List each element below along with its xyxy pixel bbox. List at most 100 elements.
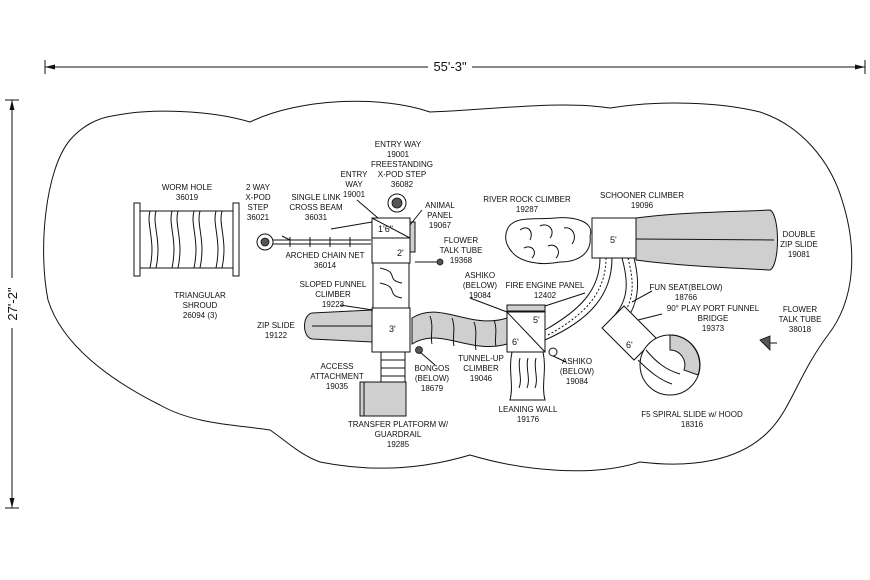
label-flower-talk-tube-1: FLOWER TALK TUBE 19368 (440, 236, 483, 265)
freestanding-step (387, 193, 407, 213)
svg-text:FREESTANDING: FREESTANDING (371, 160, 433, 169)
leaning-wall (509, 351, 546, 401)
svg-text:SINGLE LINK: SINGLE LINK (291, 193, 341, 202)
label-entry-way-top: ENTRY WAY 19001 (375, 140, 422, 159)
leader-lines (281, 199, 663, 366)
label-fire-engine-panel: FIRE ENGINE PANEL 12402 (506, 281, 586, 300)
svg-text:19084: 19084 (469, 291, 492, 300)
svg-text:19001: 19001 (387, 150, 410, 159)
label-leaning-wall: LEANING WALL 19176 (499, 405, 558, 424)
svg-text:ENTRY WAY: ENTRY WAY (375, 140, 422, 149)
svg-text:ZIP SLIDE: ZIP SLIDE (780, 240, 818, 249)
svg-text:PANEL: PANEL (427, 211, 453, 220)
label-play-port-bridge: 90° PLAY PORT FUNNEL BRIDGE 19373 (667, 304, 760, 333)
width-dimension: 55'-3" (44, 58, 866, 74)
label-tunnel-up-climber: TUNNEL-UP CLIMBER 19046 (458, 354, 504, 383)
label-animal-panel: ANIMAL PANEL 19067 (425, 201, 455, 230)
ashiko-drum (548, 347, 558, 357)
svg-text:19287: 19287 (516, 205, 539, 214)
label-triangular-shroud: TRIANGULAR SHROUD 26094 (3) (174, 291, 226, 320)
svg-text:X-POD STEP: X-POD STEP (378, 170, 426, 179)
svg-text:19368: 19368 (450, 256, 473, 265)
label-zip-slide: ZIP SLIDE 19122 (257, 321, 295, 340)
svg-text:STEP: STEP (248, 203, 269, 212)
svg-text:TUNNEL-UP: TUNNEL-UP (458, 354, 504, 363)
svg-text:FIRE ENGINE PANEL: FIRE ENGINE PANEL (506, 281, 586, 290)
label-bongos: BONGOS (BELOW) 18679 (414, 364, 449, 393)
svg-text:36014: 36014 (314, 261, 337, 270)
label-double-zip-slide: DOUBLE ZIP SLIDE 19081 (780, 230, 818, 259)
svg-text:19046: 19046 (470, 374, 493, 383)
svg-text:1'6": 1'6" (378, 224, 393, 234)
svg-text:19035: 19035 (326, 382, 349, 391)
svg-text:SCHOONER CLIMBER: SCHOONER CLIMBER (600, 191, 684, 200)
svg-text:FLOWER: FLOWER (783, 305, 817, 314)
label-transfer-platform: TRANSFER PLATFORM W/ GUARDRAIL 19285 (348, 420, 449, 449)
svg-text:2': 2' (397, 248, 404, 258)
tunnel-up-climber (411, 311, 508, 351)
river-rock-climber (505, 217, 592, 265)
label-two-way-step: 2 WAY X-POD STEP 36021 (245, 183, 271, 222)
svg-text:DOUBLE: DOUBLE (783, 230, 816, 239)
svg-text:ACCESS: ACCESS (321, 362, 354, 371)
svg-text:GUARDRAIL: GUARDRAIL (375, 430, 422, 439)
svg-text:ASHIKO: ASHIKO (465, 271, 495, 280)
two-way-step (256, 233, 274, 251)
zip-slide (304, 309, 373, 343)
svg-text:BONGOS: BONGOS (414, 364, 449, 373)
svg-text:TRIANGULAR: TRIANGULAR (174, 291, 226, 300)
svg-text:19081: 19081 (788, 250, 811, 259)
svg-text:X-POD: X-POD (245, 193, 271, 202)
svg-text:SLOPED FUNNEL: SLOPED FUNNEL (300, 280, 367, 289)
svg-text:19223: 19223 (322, 300, 345, 309)
svg-text:38018: 38018 (789, 325, 812, 334)
svg-text:ATTACHMENT: ATTACHMENT (310, 372, 364, 381)
use-zone-boundary (43, 100, 853, 472)
label-ashiko-bottom: ASHIKO (BELOW) 19084 (560, 357, 595, 386)
svg-text:26094 (3): 26094 (3) (183, 311, 218, 320)
flower-talk-tube-1 (415, 258, 444, 266)
svg-text:5': 5' (533, 315, 540, 325)
svg-text:90° PLAY PORT FUNNEL: 90° PLAY PORT FUNNEL (667, 304, 760, 313)
label-fun-seat: FUN SEAT(BELOW) 18766 (649, 283, 723, 302)
platform-2: 2' (371, 237, 411, 264)
svg-text:36031: 36031 (305, 213, 328, 222)
svg-text:36019: 36019 (176, 193, 199, 202)
svg-text:19067: 19067 (429, 221, 452, 230)
svg-text:18679: 18679 (421, 384, 444, 393)
svg-text:5': 5' (610, 235, 617, 245)
svg-text:19176: 19176 (517, 415, 540, 424)
svg-text:FLOWER: FLOWER (444, 236, 478, 245)
label-entry-way-left: ENTRY WAY 19001 (341, 170, 369, 199)
svg-text:ZIP SLIDE: ZIP SLIDE (257, 321, 295, 330)
svg-text:ASHIKO: ASHIKO (562, 357, 592, 366)
svg-text:TALK TUBE: TALK TUBE (779, 315, 822, 324)
animal-panel (409, 221, 416, 253)
svg-text:CROSS BEAM: CROSS BEAM (289, 203, 343, 212)
spiral-slide (637, 334, 701, 396)
svg-text:TRANSFER PLATFORM W/: TRANSFER PLATFORM W/ (348, 420, 449, 429)
svg-text:ANIMAL: ANIMAL (425, 201, 455, 210)
svg-text:(BELOW): (BELOW) (560, 367, 595, 376)
transfer-platform (359, 381, 407, 417)
platform-1-6: 1'6" (371, 217, 411, 239)
label-river-rock-climber: RIVER ROCK CLIMBER 19287 (483, 195, 571, 214)
svg-text:12402: 12402 (534, 291, 557, 300)
label-sloped-funnel-climber: SLOPED FUNNEL CLIMBER 19223 (300, 280, 367, 309)
svg-text:19084: 19084 (566, 377, 589, 386)
svg-text:2 WAY: 2 WAY (246, 183, 271, 192)
svg-text:WAY: WAY (345, 180, 363, 189)
svg-text:F5 SPIRAL SLIDE w/ HOOD: F5 SPIRAL SLIDE w/ HOOD (641, 410, 743, 419)
svg-text:3': 3' (389, 324, 396, 334)
svg-text:ARCHED CHAIN NET: ARCHED CHAIN NET (285, 251, 364, 260)
svg-text:ENTRY: ENTRY (341, 170, 369, 179)
svg-text:18316: 18316 (681, 420, 704, 429)
platform-6-center: 6' 5' (506, 311, 546, 353)
svg-text:SHROUD: SHROUD (183, 301, 218, 310)
svg-text:(BELOW): (BELOW) (415, 374, 450, 383)
svg-text:RIVER ROCK CLIMBER: RIVER ROCK CLIMBER (483, 195, 571, 204)
height-dimension: 27'-2" (3, 99, 21, 509)
svg-text:36021: 36021 (247, 213, 270, 222)
svg-text:19122: 19122 (265, 331, 288, 340)
